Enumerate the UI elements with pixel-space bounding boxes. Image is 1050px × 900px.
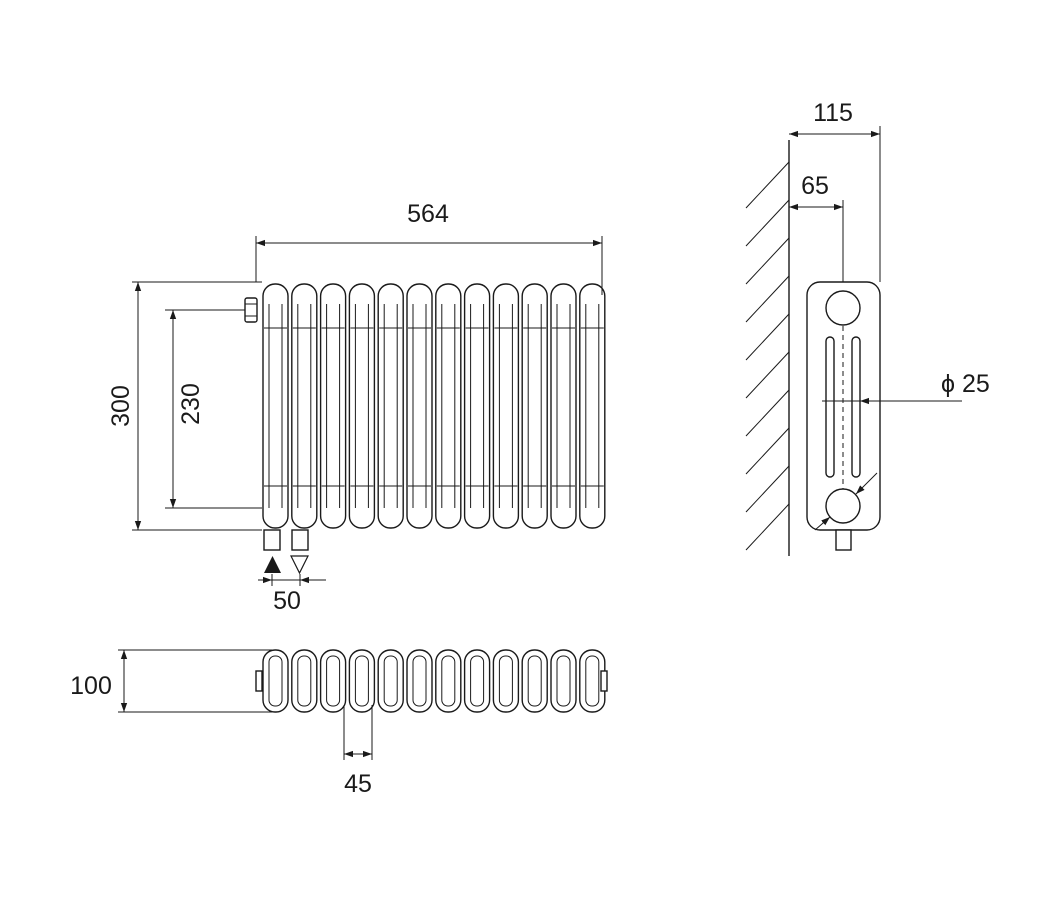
plan-section — [406, 649, 433, 713]
plan-sections — [262, 649, 606, 713]
dim-label-100: 100 — [70, 672, 112, 700]
radiator-section — [319, 283, 347, 529]
plan-section — [319, 649, 347, 713]
radiator-section — [377, 283, 404, 529]
dim-total-projection: 115 — [789, 99, 881, 282]
wall-hatch — [745, 161, 790, 551]
dim-pipe-centers: 230 — [165, 309, 262, 509]
plan-section — [550, 649, 577, 713]
radiator-section — [435, 283, 462, 529]
side-view: 115 65 ϕ 25 — [745, 99, 990, 556]
column-slot-left — [825, 336, 835, 478]
dim-overall-width: 564 — [255, 200, 603, 295]
plan-section — [262, 649, 289, 713]
plan-end-plug-right — [600, 670, 608, 692]
plan-section — [521, 649, 548, 713]
dim-connection-spacing: 50 — [258, 574, 326, 615]
radiator-section — [579, 283, 606, 529]
plan-section — [291, 649, 318, 713]
front-sections — [262, 283, 606, 529]
return-connection-stub — [291, 529, 309, 551]
dim-label-564: 564 — [407, 200, 449, 228]
radiator-section — [521, 283, 548, 529]
plan-section — [377, 649, 404, 713]
radiator-section — [262, 283, 289, 529]
radiator-section — [492, 283, 520, 529]
column-slot-right — [851, 336, 861, 478]
radiator-section — [550, 283, 577, 529]
dim-label-230: 230 — [177, 383, 205, 425]
pipe-leader-arrow-upper — [855, 472, 878, 495]
return-arrow-icon — [290, 555, 309, 575]
radiator-section — [463, 283, 491, 529]
dim-wall-to-center: 65 — [789, 172, 844, 282]
dim-label-65: 65 — [801, 172, 829, 200]
pipe-leader-arrow-lower — [814, 516, 831, 531]
radiator-section — [348, 283, 376, 529]
dim-label-phi-25: ϕ 25 — [941, 370, 990, 398]
top-header-pipe — [825, 290, 861, 326]
air-vent-plug — [244, 297, 258, 323]
flow-connection-stub — [263, 529, 281, 551]
bottom-header-pipe — [825, 488, 861, 524]
radiator-section — [291, 283, 318, 529]
dim-overall-height: 300 — [107, 281, 262, 531]
plan-view: 100 45 — [70, 649, 608, 798]
dim-label-115: 115 — [813, 99, 853, 127]
plan-section — [492, 649, 520, 713]
dim-label-45: 45 — [344, 770, 372, 798]
plan-end-plug-left — [255, 670, 263, 692]
plan-section — [435, 649, 462, 713]
dim-label-300: 300 — [107, 385, 135, 427]
dim-label-50: 50 — [273, 587, 301, 615]
side-connection-stub — [835, 529, 852, 551]
radiator-section — [406, 283, 433, 529]
flow-arrow-icon — [264, 556, 281, 573]
plan-section — [348, 649, 376, 713]
front-view: 564 300 230 50 — [107, 200, 606, 615]
dim-section-pitch: 45 — [343, 705, 373, 798]
dim-pipe-diameter: ϕ 25 — [822, 370, 990, 405]
wall — [745, 140, 790, 556]
plan-section — [463, 649, 491, 713]
dim-depth: 100 — [70, 649, 272, 713]
